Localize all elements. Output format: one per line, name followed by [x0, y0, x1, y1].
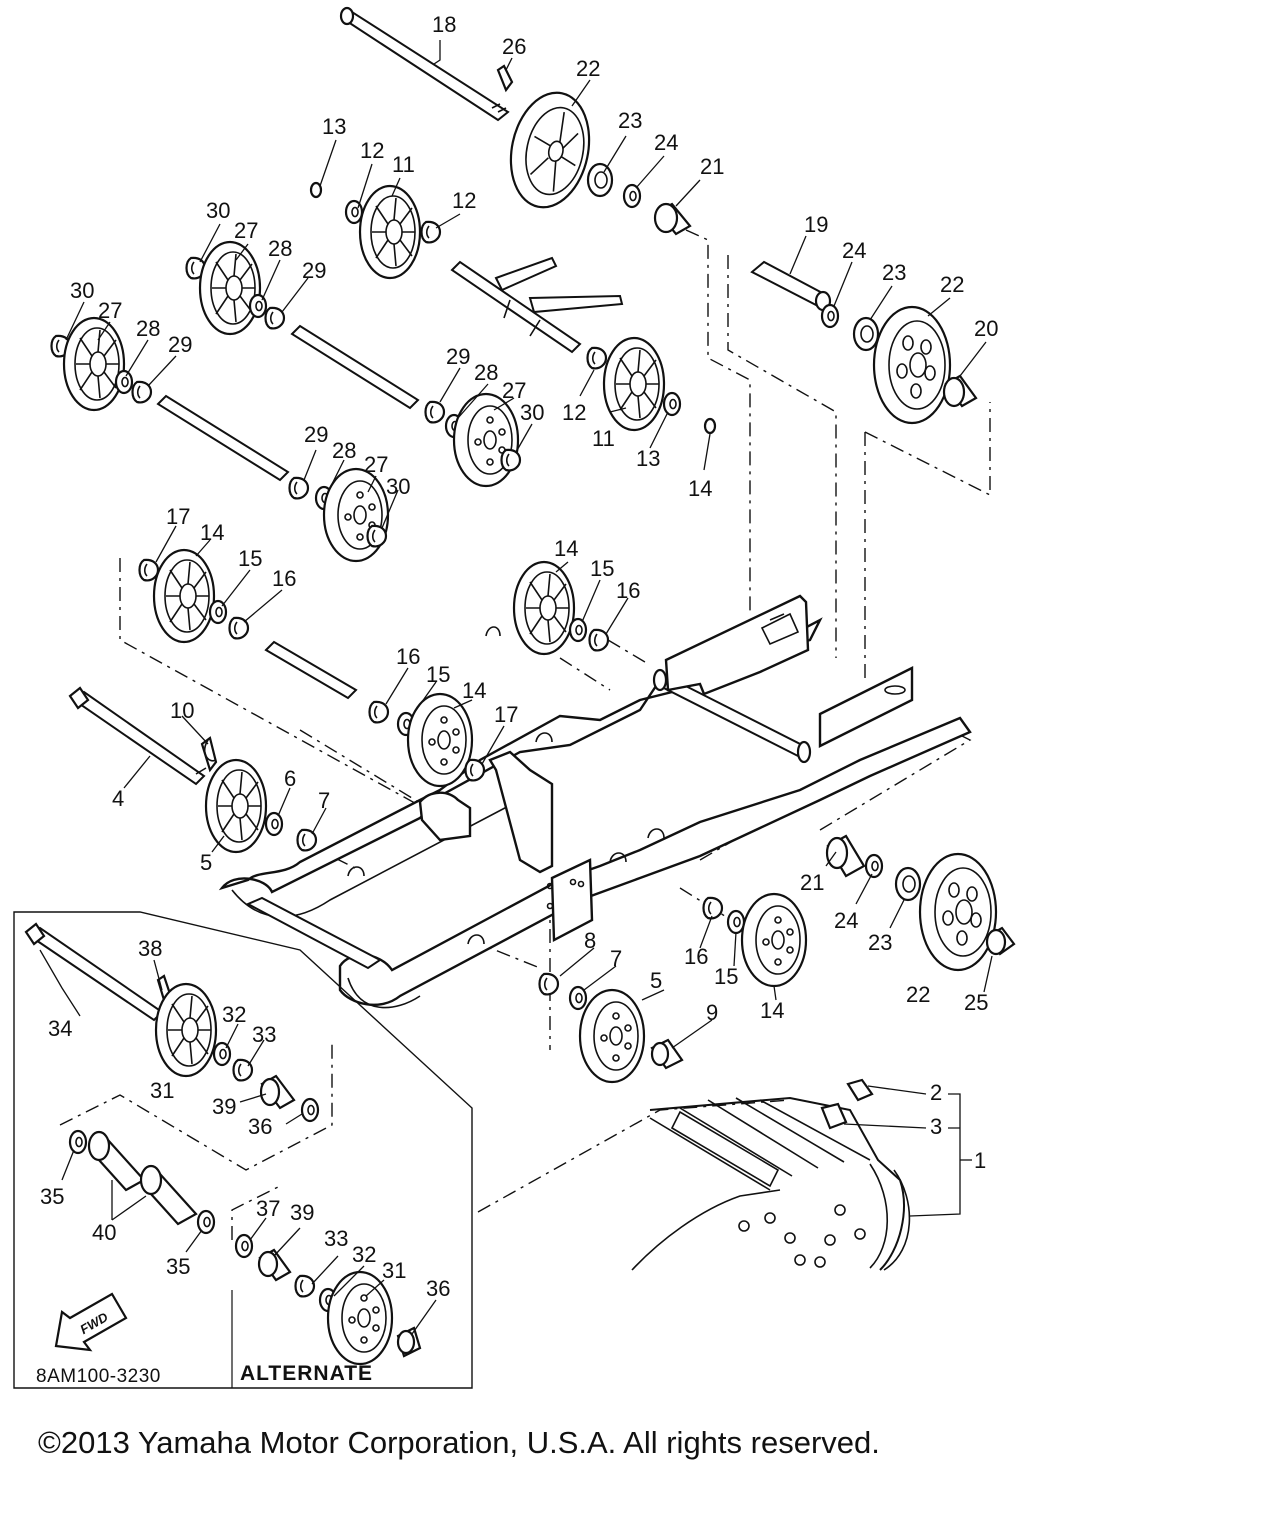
callout-13: 13 [322, 114, 346, 139]
callout-23c: 23 [868, 930, 892, 955]
callout-27: 27 [234, 218, 258, 243]
idler-wheel-right [872, 305, 952, 425]
idler-wheel-top [509, 91, 591, 209]
callout-11: 12 [360, 138, 384, 163]
callout-34: 34 [48, 1016, 72, 1041]
callout-14: 14 [200, 520, 224, 545]
callout-13b: 14 [688, 476, 712, 501]
callout-16: 16 [272, 566, 296, 591]
alternate-group [13, 911, 473, 1389]
callout-26: 26 [502, 34, 526, 59]
callout-14c: 14 [462, 678, 486, 703]
callout-30d: 30 [386, 474, 410, 499]
callout-3: 3 [930, 1114, 942, 1139]
callout-6: 6 [284, 766, 296, 791]
callout-32b: 32 [352, 1242, 376, 1267]
callout-23b: 23 [882, 260, 906, 285]
callout-39b: 39 [290, 1200, 314, 1225]
track-assembly [631, 1078, 911, 1271]
callout-29b: 29 [168, 332, 192, 357]
callout-31: 31 [150, 1078, 174, 1103]
callout-29d: 29 [304, 422, 328, 447]
callout-16c: 16 [396, 644, 420, 669]
callout-21: 21 [700, 154, 724, 179]
callout-17b: 17 [494, 702, 518, 727]
callout-14d: 14 [760, 998, 784, 1023]
callout-33b: 33 [324, 1226, 348, 1251]
callout-6b: 7 [610, 946, 622, 971]
callout-28c: 28 [474, 360, 498, 385]
callout-40: 40 [92, 1220, 116, 1245]
callout-28b: 28 [136, 316, 160, 341]
figure-code: 8AM100-3230 [36, 1366, 161, 1387]
callout-30: 30 [206, 198, 230, 223]
callout-38: 38 [138, 936, 162, 961]
middle-idler-wheels [138, 548, 808, 988]
fwd-arrow-icon: FWD [54, 1292, 128, 1352]
callout-5: 5 [200, 850, 212, 875]
callout-28: 28 [268, 236, 292, 261]
callout-24c: 24 [834, 908, 858, 933]
callout-30c: 30 [520, 400, 544, 425]
callout-22: 22 [576, 56, 600, 81]
callout-24b: 24 [842, 238, 866, 263]
callout-14b: 14 [554, 536, 578, 561]
callout-15: 15 [238, 546, 262, 571]
callout-36: 36 [248, 1114, 272, 1139]
callout-12b: 12 [562, 400, 586, 425]
callout-9: 10 [170, 698, 194, 723]
callout-27c: 27 [502, 378, 526, 403]
callout-39: 39 [212, 1094, 236, 1119]
callout-27d: 27 [364, 452, 388, 477]
callout-22b: 22 [940, 272, 964, 297]
callout-29: 29 [302, 258, 326, 283]
callout-19: 19 [804, 212, 828, 237]
callout-numbers: 18 26 22 13 23 12 24 11 21 12 30 27 28 2… [40, 12, 998, 1301]
callout-35: 35 [40, 1184, 64, 1209]
callout-1: 1 [974, 1148, 986, 1173]
callout-8: 9 [706, 1000, 718, 1025]
callout-10b: 11 [592, 426, 615, 451]
callout-15b: 15 [590, 556, 614, 581]
copyright-notice: ©2013 Yamaha Motor Corporation, U.S.A. A… [38, 1425, 880, 1460]
callout-35b: 35 [166, 1254, 190, 1279]
callout-4: 4 [112, 786, 124, 811]
callout-36b: 37 [256, 1196, 280, 1221]
callout-31b: 31 [382, 1258, 406, 1283]
callout-5b: 5 [650, 968, 662, 993]
callout-22c: 22 [906, 982, 930, 1007]
callout-20: 20 [974, 316, 998, 341]
callout-25: 25 [964, 990, 988, 1015]
callout-2: 2 [930, 1080, 942, 1105]
leader-lines [39, 40, 993, 1335]
rear-small-wheel-groups [50, 240, 522, 563]
callout-16d: 16 [684, 944, 708, 969]
callout-28d: 28 [332, 438, 356, 463]
callout-24: 24 [654, 130, 678, 155]
callout-30b: 30 [70, 278, 94, 303]
chassis-rails [218, 594, 972, 1009]
callout-17: 17 [166, 504, 190, 529]
callout-16b: 16 [616, 578, 640, 603]
callout-18: 18 [432, 12, 456, 37]
callout-27b: 27 [98, 298, 122, 323]
callout-11b: 13 [636, 446, 660, 471]
callout-15d: 15 [714, 964, 738, 989]
upper-idler-assembly [309, 6, 978, 435]
callout-10: 11 [392, 152, 415, 177]
callout-29c: 29 [446, 344, 470, 369]
callout-33: 33 [252, 1022, 276, 1047]
callout-23: 23 [618, 108, 642, 133]
front-axle-group [68, 686, 684, 1084]
rear-lower-idler [825, 834, 1016, 972]
callout-12: 12 [452, 188, 476, 213]
callout-7b: 8 [584, 928, 596, 953]
callout-32: 32 [222, 1002, 246, 1027]
callout-21b: 21 [800, 870, 824, 895]
callout-7: 7 [318, 788, 330, 813]
callout-37: 36 [426, 1276, 450, 1301]
alternate-label: ALTERNATE [240, 1362, 374, 1385]
callout-15c: 15 [426, 662, 450, 687]
